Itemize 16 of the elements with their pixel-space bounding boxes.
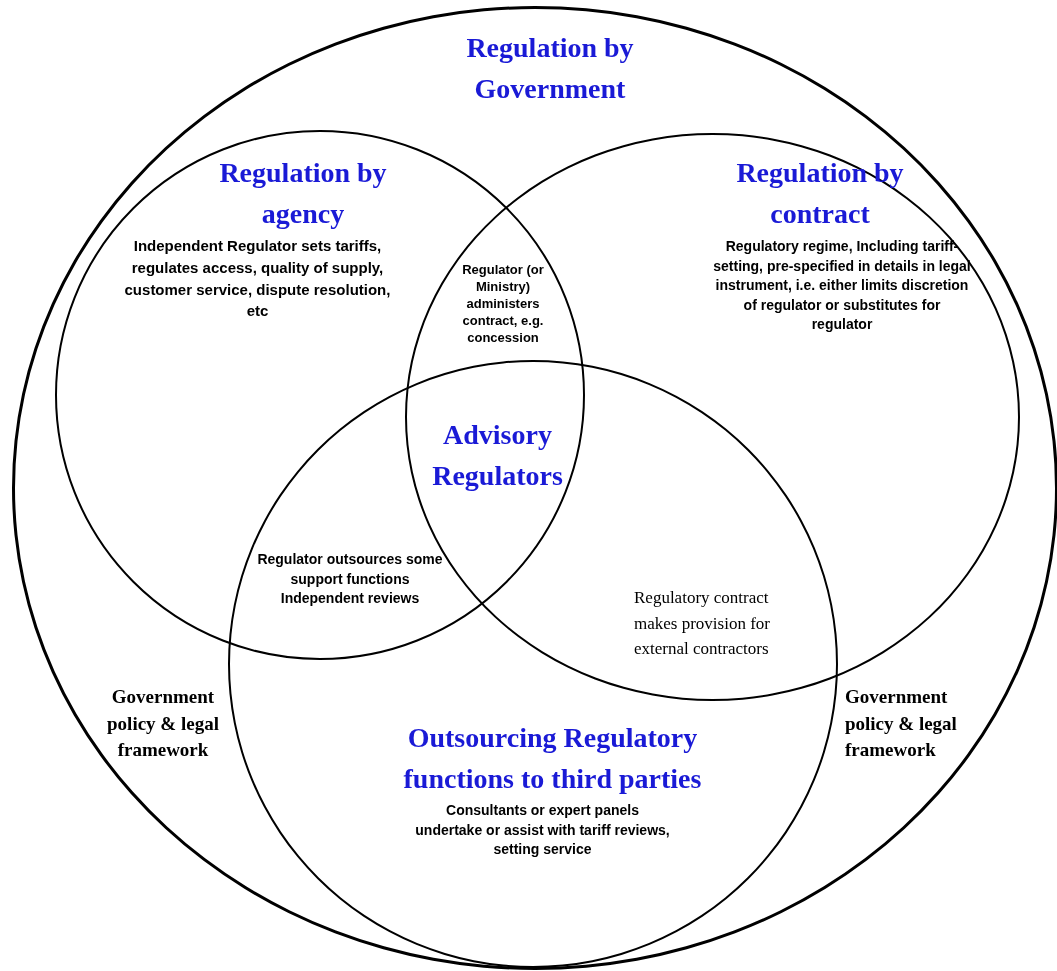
circle-description: Regulatory regime, Including tariff-setting, pre-specified in details in legal instrument, i.e. either limits discretion of regulator or substitutes for regulator bbox=[712, 237, 972, 335]
venn-circle bbox=[12, 6, 1057, 970]
circle-heading: Regulation by agency bbox=[218, 156, 388, 231]
overlap-label: Regulator outsources some support functions Independent reviews bbox=[256, 550, 444, 609]
region-label: Government policy & legal framework bbox=[845, 685, 958, 763]
center-label: Advisory Regulators bbox=[431, 418, 564, 493]
region-label: Government policy & legal framework bbox=[106, 685, 220, 763]
circle-description: Independent Regulator sets tariffs, regulates access, quality of supply, customer service, dispute resolution, etc bbox=[123, 236, 392, 322]
overlap-label: Regulator (or Ministry) administers contract, e.g. concession bbox=[461, 262, 545, 347]
overlap-label: Regulatory contract makes provision for external contractors bbox=[634, 587, 771, 660]
circle-heading: Outsourcing Regulatory functions to third parties bbox=[402, 721, 703, 796]
circle-heading: Regulation by contract bbox=[735, 156, 905, 231]
circle-heading: Regulation by Government bbox=[465, 31, 635, 106]
circle-description: Consultants or expert panels undertake or assist with tariff reviews, setting service bbox=[415, 801, 670, 860]
venn-circle bbox=[228, 360, 838, 968]
venn-circle bbox=[55, 130, 585, 660]
